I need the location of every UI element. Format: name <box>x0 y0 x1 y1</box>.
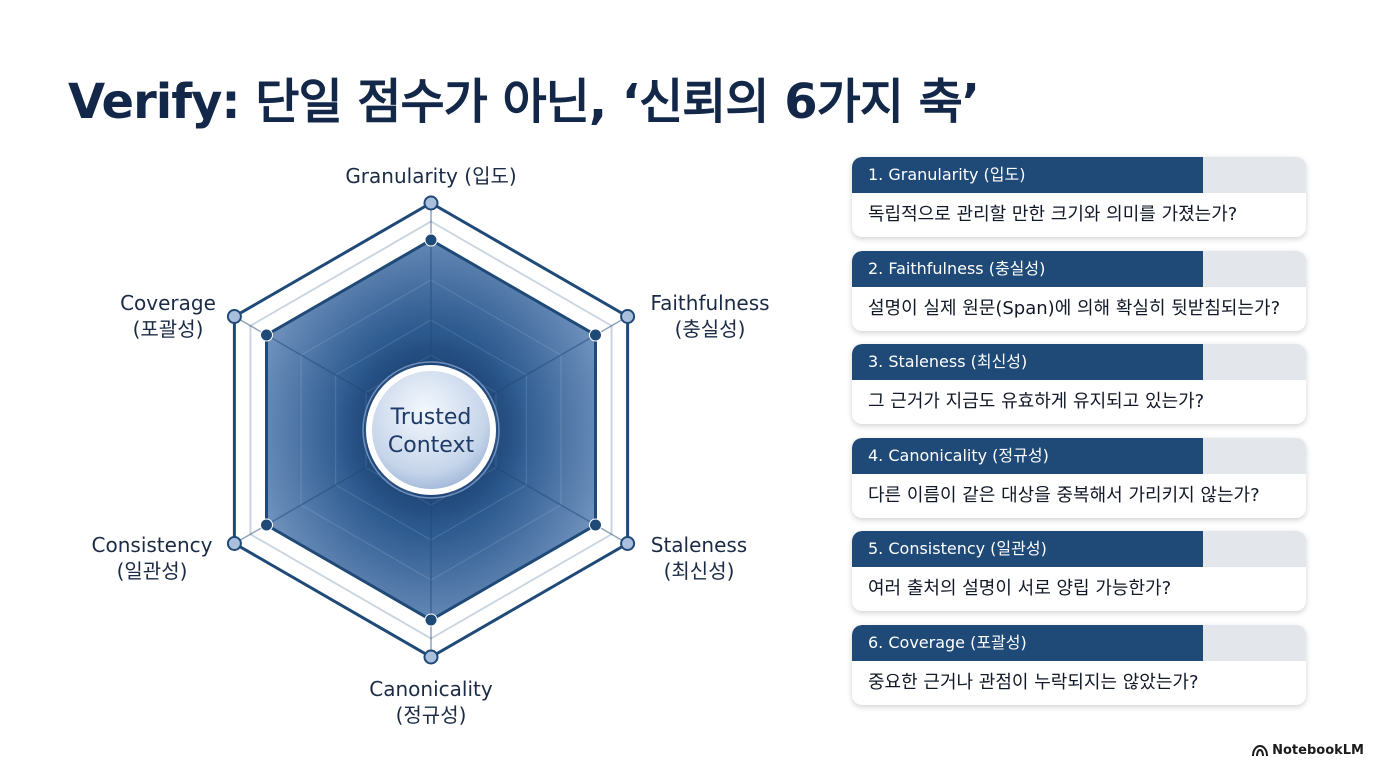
axis-label: (최신성) <box>664 559 735 583</box>
axis-label: Granularity (입도) <box>345 164 516 188</box>
axis-label: (정규성) <box>396 703 467 727</box>
card-header-label: 1. Granularity (입도) <box>852 157 1203 193</box>
criteria-card: 2. Faithfulness (충실성) 설명이 실제 원문(Span)에 의… <box>852 250 1306 331</box>
criteria-card: 6. Coverage (포괄성) 중요한 근거나 관점이 누락되지는 않았는가… <box>852 624 1306 705</box>
center-label: Trusted <box>390 405 472 430</box>
brand-name: NotebookLM <box>1272 743 1364 758</box>
card-header-label: 4. Canonicality (정규성) <box>852 437 1203 474</box>
criteria-card: 3. Staleness (최신성) 그 근거가 지금도 유효하게 유지되고 있… <box>852 344 1306 424</box>
axis-label: Staleness <box>651 533 747 557</box>
axis-label: Coverage <box>120 291 216 315</box>
card-question: 중요한 근거나 관점이 누락되지는 않았는가? <box>868 671 1199 693</box>
inner-vertex-marker <box>260 328 273 342</box>
axis-label: (충실성) <box>675 317 746 341</box>
card-question: 다른 이름이 같은 대상을 중복해서 가리키지 않는가? <box>868 484 1260 506</box>
center-circle <box>366 365 496 495</box>
inner-vertex-marker <box>589 328 602 342</box>
outer-vertex-marker <box>423 195 439 211</box>
card-header-label: 3. Staleness (최신성) <box>852 344 1203 380</box>
outer-vertex-marker <box>423 649 439 665</box>
card-header-label: 5. Consistency (일관성) <box>852 531 1203 567</box>
inner-vertex-marker <box>260 518 273 532</box>
card-question: 독립적으로 관리할 만한 크기와 의미를 가졌는가? <box>868 204 1238 225</box>
outer-vertex-marker <box>620 309 636 324</box>
axis-label: Canonicality <box>369 677 493 701</box>
card-question: 그 근거가 지금도 유효하게 유지되고 있는가? <box>868 391 1205 412</box>
outer-vertex-marker <box>226 536 242 551</box>
axis-label: (포괄성) <box>133 317 204 341</box>
criteria-card-list: 1. Granularity (입도) 독립적으로 관리할 만한 크기와 의미를… <box>852 157 1306 718</box>
card-header-label: 2. Faithfulness (충실성) <box>852 250 1203 287</box>
card-question: 설명이 실제 원문(Span)에 의해 확실히 뒷받침되는가? <box>868 297 1281 319</box>
criteria-card: 5. Consistency (일관성) 여러 출처의 설명이 서로 양립 가능… <box>852 531 1306 611</box>
brand-watermark: NotebookLM <box>1252 743 1364 758</box>
criteria-card: 4. Canonicality (정규성) 다른 이름이 같은 대상을 중복해서… <box>852 437 1306 518</box>
outer-vertex-marker <box>226 309 242 324</box>
axis-label: (일관성) <box>117 559 188 583</box>
inner-vertex-marker <box>424 233 438 247</box>
axis-label: Faithfulness <box>650 291 769 315</box>
page-title: Verify: 단일 점수가 아닌, ‘신뢰의 6가지 축’ <box>68 74 980 130</box>
center-label: Context <box>388 433 475 458</box>
inner-vertex-marker <box>589 518 602 532</box>
notebooklm-logo-icon <box>1252 744 1269 756</box>
criteria-card: 1. Granularity (입도) 독립적으로 관리할 만한 크기와 의미를… <box>852 157 1306 237</box>
inner-vertex-marker <box>424 613 438 627</box>
axis-label: Consistency <box>92 533 213 557</box>
card-header-label: 6. Coverage (포괄성) <box>852 624 1203 661</box>
outer-vertex-marker <box>620 536 636 551</box>
center-circle-ring <box>362 361 500 499</box>
card-question: 여러 출처의 설명이 서로 양립 가능한가? <box>868 578 1172 599</box>
